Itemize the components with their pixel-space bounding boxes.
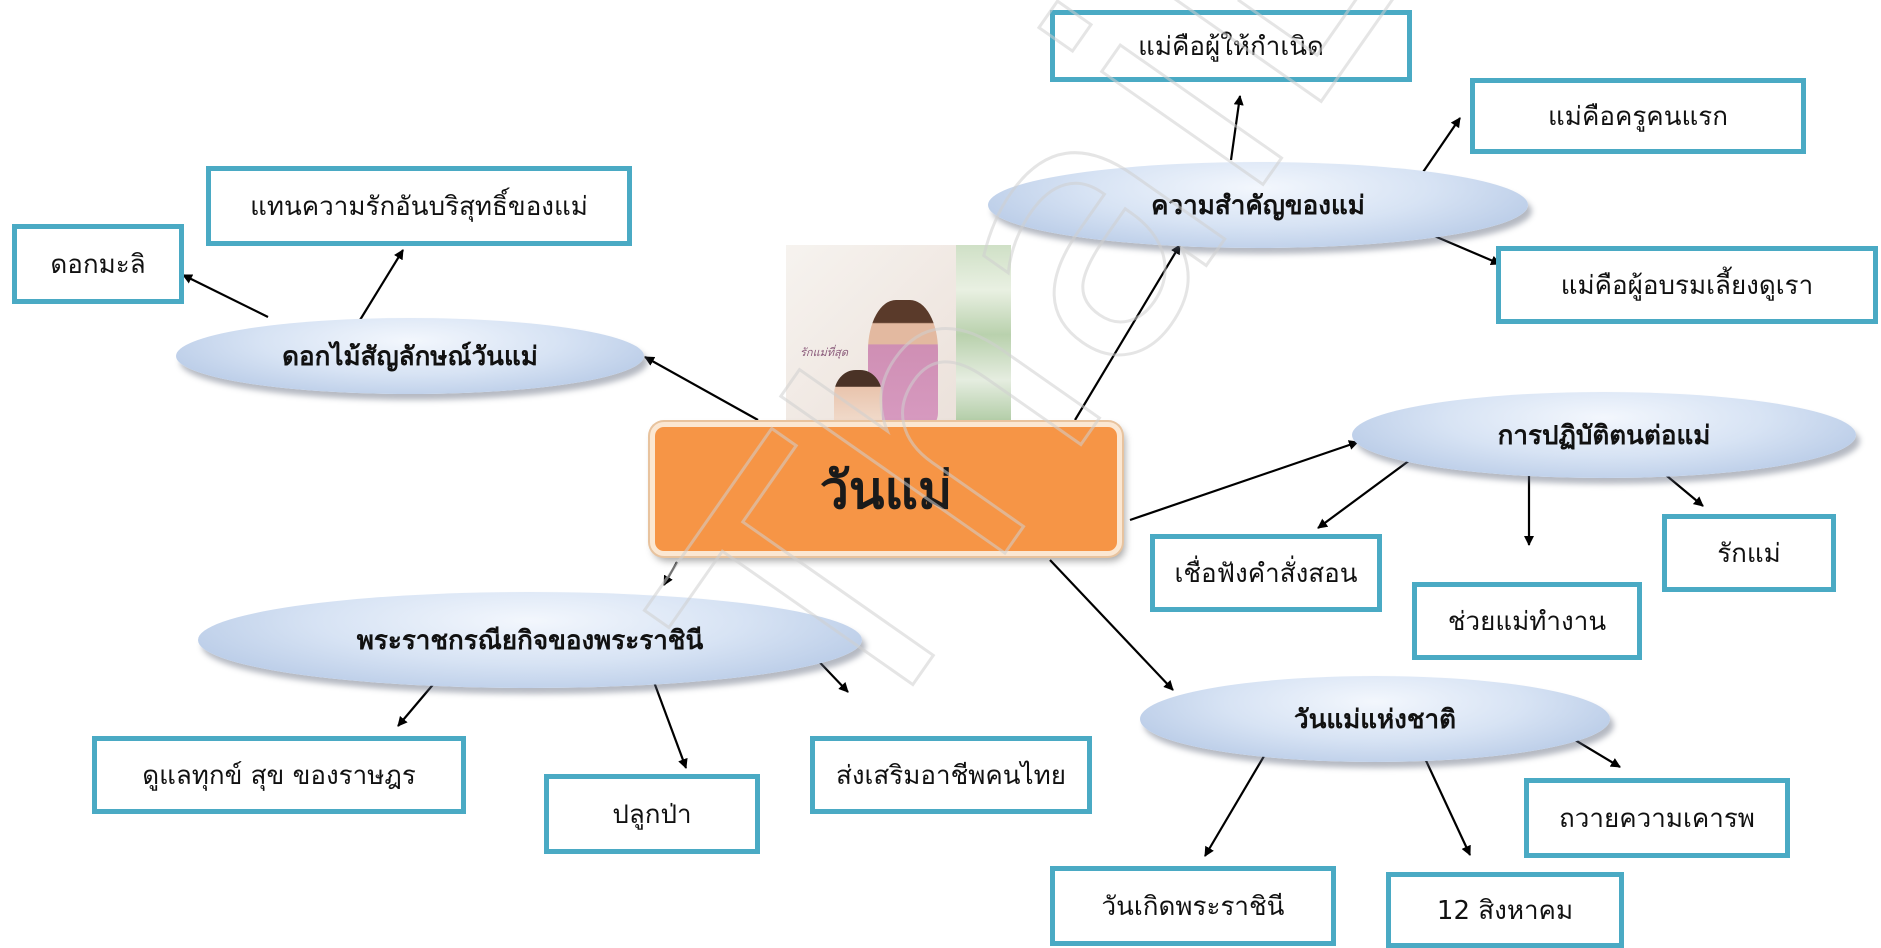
leaf-first-teacher: แม่คือครูคนแรก [1470,78,1806,154]
arrow-importance-to-birth [1229,95,1244,161]
leaf-jasmine: ดอกมะลิ [12,224,184,304]
leaf-obey-teachings: เชื่อฟังคำสั่งสอน [1150,534,1382,612]
arrow-national-to-birthday [1204,745,1271,857]
arrow-royal-to-forest [652,681,688,769]
arrow-center-to-flower [644,356,759,421]
leaf-love-mother: รักแม่ [1662,514,1836,592]
leaf-queen-birthday: วันเกิดพระราชินี [1050,866,1336,946]
arrow-flower-to-jasmine [182,274,269,318]
leaf-plant-forest: ปลูกป่า [544,774,760,854]
arrow-flower-to-pure-love [359,249,404,321]
arrow-center-to-national-day [1049,559,1174,691]
arrow-conduct-to-obey [1317,459,1411,529]
arrow-importance-to-raiser [1431,233,1501,266]
leaf-care-for-people: ดูแลทุกข์ สุข ของราษฎร [92,736,466,814]
leaf-pure-love: แทนความรักอันบริสุทธิ์ของแม่ [206,166,632,246]
arrow-importance-to-teacher [1418,117,1461,179]
child-figure [834,370,882,425]
central-topic: วันแม่ [650,422,1122,556]
leaf-giver-of-birth: แม่คือผู้ให้กำเนิด [1050,10,1412,82]
arrow-center-to-royal [663,561,678,586]
leaf-help-mother: ช่วยแม่ทำงาน [1412,582,1642,660]
branch-national-day: วันแม่แห่งชาติ [1140,676,1610,762]
branch-importance: ความสำคัญของแม่ [988,162,1528,248]
flower-photo-strip [956,245,1011,425]
leaf-nurturer: แม่คือผู้อบรมเลี้ยงดูเรา [1496,246,1878,324]
arrow-national-to-date [1421,751,1471,856]
image-caption: รักแม่ที่สุด [800,346,849,359]
mother-child-image: รักแม่ที่สุด [786,245,1011,425]
arrow-center-to-importance [1074,244,1181,421]
branch-flower: ดอกไม้สัญลักษณ์วันแม่ [176,318,644,394]
branch-conduct: การปฏิบัติตนต่อแม่ [1352,392,1856,478]
leaf-pay-respect: ถวายความเคารพ [1524,778,1790,858]
arrow-center-to-conduct [1129,440,1359,522]
branch-royal-duties: พระราชกรณียกิจของพระราชินี [198,592,862,688]
leaf-august-12: 12 สิงหาคม [1386,872,1624,948]
leaf-promote-careers: ส่งเสริมอาชีพคนไทย [810,736,1092,814]
